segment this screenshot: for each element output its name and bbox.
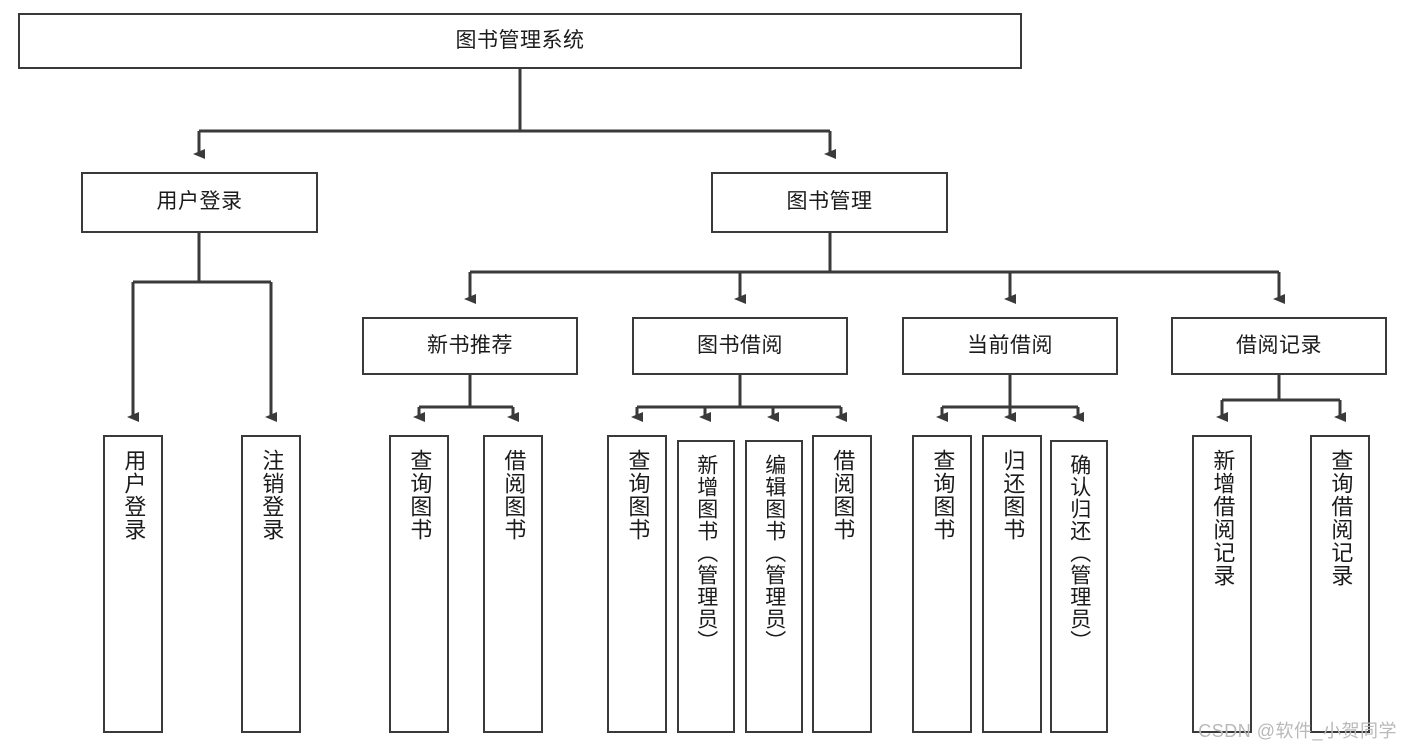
node-label: 确认归还（管理员）	[1067, 454, 1091, 652]
node-label: 用户登录	[156, 190, 243, 214]
node-label: 图书管理	[786, 190, 873, 214]
node-user-login[interactable]: 用户登录	[81, 172, 318, 233]
node-label: 借阅记录	[1236, 333, 1322, 357]
node-label: 图书管理系统	[455, 28, 585, 52]
node-label: 查询图书	[625, 449, 651, 541]
node-label: 借阅图书	[501, 449, 527, 541]
leaf-current-borrow-confirm-return-admin[interactable]: 确认归还（管理员）	[1050, 440, 1108, 733]
node-label: 借阅图书	[830, 449, 856, 541]
csdn-watermark: CSDN @软件_小贺同学	[1198, 721, 1397, 741]
node-label: 新增借阅记录	[1210, 449, 1236, 587]
node-root-book-management-system[interactable]: 图书管理系统	[18, 13, 1022, 69]
node-new-book-recommend[interactable]: 新书推荐	[362, 317, 578, 375]
node-book-management[interactable]: 图书管理	[711, 172, 948, 233]
leaf-borrow-record-query-record[interactable]: 查询借阅记录	[1310, 435, 1370, 733]
node-label: 查询图书	[407, 449, 433, 541]
node-current-borrow[interactable]: 当前借阅	[902, 317, 1118, 375]
node-label: 注销登录	[259, 449, 285, 541]
leaf-current-borrow-return-book[interactable]: 归还图书	[982, 435, 1042, 733]
leaf-current-borrow-query-book[interactable]: 查询图书	[912, 435, 972, 733]
node-label: 查询借阅记录	[1328, 449, 1354, 587]
node-label: 编辑图书（管理员）	[762, 454, 786, 652]
leaf-new-book-borrow-book[interactable]: 借阅图书	[483, 435, 543, 733]
node-label: 当前借阅	[967, 333, 1053, 357]
node-book-borrow[interactable]: 图书借阅	[632, 317, 848, 375]
leaf-user-login-login[interactable]: 用户登录	[103, 435, 163, 733]
leaf-user-login-logout[interactable]: 注销登录	[241, 435, 301, 733]
node-label: 新书推荐	[427, 333, 513, 357]
node-label: 归还图书	[1000, 449, 1026, 541]
leaf-book-borrow-edit-book-admin[interactable]: 编辑图书（管理员）	[745, 440, 803, 733]
leaf-book-borrow-query-book[interactable]: 查询图书	[607, 435, 667, 733]
leaf-book-borrow-borrow-book[interactable]: 借阅图书	[812, 435, 872, 733]
node-label: 新增图书（管理员）	[694, 454, 718, 652]
node-label: 查询图书	[930, 449, 956, 541]
leaf-new-book-query-book[interactable]: 查询图书	[389, 435, 449, 733]
node-label: 用户登录	[121, 449, 147, 541]
node-label: 图书借阅	[697, 333, 783, 357]
leaf-book-borrow-add-book-admin[interactable]: 新增图书（管理员）	[677, 440, 735, 733]
node-borrow-record[interactable]: 借阅记录	[1171, 317, 1387, 375]
leaf-borrow-record-add-record[interactable]: 新增借阅记录	[1192, 435, 1252, 733]
